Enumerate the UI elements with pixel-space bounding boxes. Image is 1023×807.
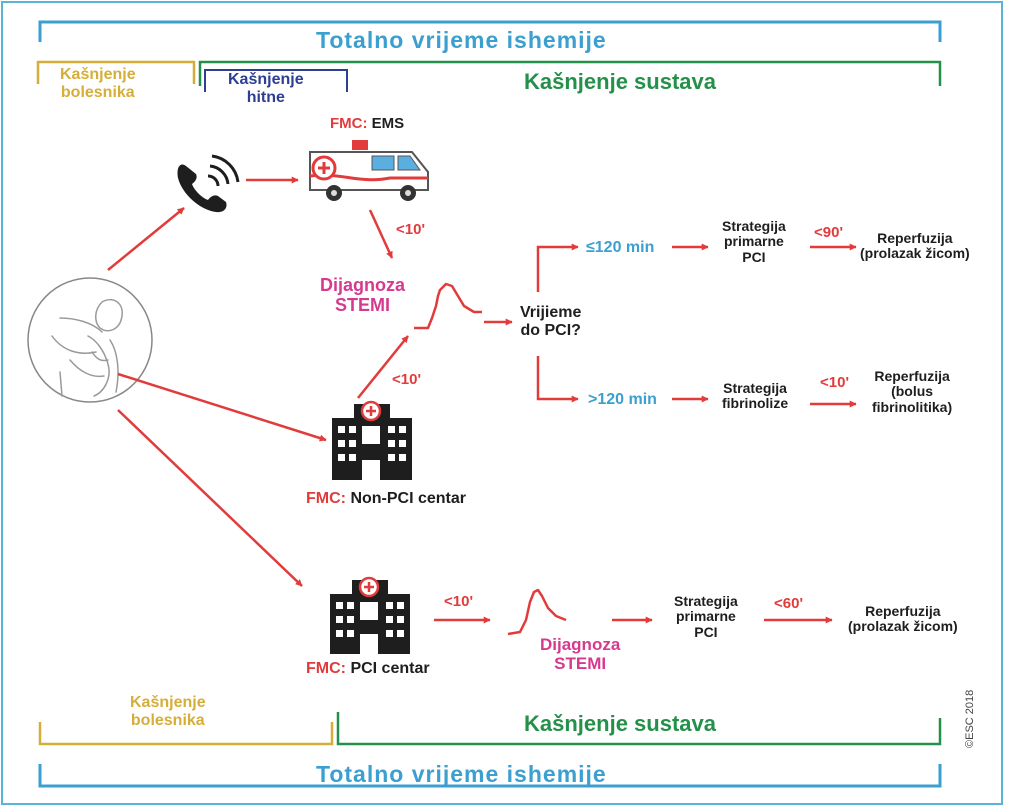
pci-hospital-icon [330,576,410,654]
bottom-total-bracket [38,764,942,788]
fmc-nonpci-label: FMC: Non-PCI centar [306,490,466,508]
strategy-primary-pci-center: Strategija primarne PCI [674,593,738,640]
arrow-decision-to-gt120 [536,356,579,403]
fmc-nonpci-prefix: FMC: [306,490,346,507]
reperfusion-wire-pci: Reperfuzija (prolazak žicom) [848,603,958,635]
top-total-ischemia-label: Totalno vrijeme ishemije [316,27,607,53]
time-gt-120-min: >120 min [588,391,657,408]
time-nonpci-to-diagnosis: <10' [392,371,422,388]
fmc-nonpci-text: Non-PCI centar [350,490,467,507]
arrow-decision-to-le120 [536,243,579,292]
time-primary-pci-90: <90' [814,224,844,241]
time-to-pci-question: Vrijieme do PCI? [520,304,582,339]
outer-frame [1,1,1003,805]
ambulance-icon [309,140,429,201]
arrow-ems-to-diagnosis [368,209,394,259]
time-pci-to-diagnosis: <10' [444,593,474,610]
fmc-pci-prefix: FMC: [306,660,346,677]
top-patient-delay-label: Kašnjenje bolesnika [60,66,136,101]
phone-call-icon [177,154,240,213]
top-ems-delay-label: Kašnjenje hitne [228,71,304,106]
arrow-nonpci-to-diagnosis [357,335,409,399]
non-pci-hospital-icon [332,400,412,480]
fmc-ems-label: FMC: EMS [330,115,405,133]
time-le-120-min: ≤120 min [586,239,655,256]
top-total-bracket [38,20,942,42]
diagnosis-stemi-upper: Dijagnoza STEMI [320,275,406,315]
ecg-trace-lower-icon [507,588,567,636]
strategy-fibrinolysis: Strategija fibrinolize [722,380,789,412]
diagnosis-stemi-lower: Dijagnoza STEMI [540,635,621,673]
fmc-ems-text: EMS [371,115,405,132]
top-system-bracket [198,60,942,86]
top-system-delay-label: Kašnjenje sustava [524,69,716,94]
time-pci-60: <60' [774,595,804,612]
top-ems-bracket [204,69,348,92]
reperfusion-bolus: Reperfuzija (bolus fibrinolitika) [872,368,953,415]
time-ems-to-diagnosis: <10' [396,221,426,238]
fmc-pci-text: PCI centar [350,660,430,677]
patient-chest-pain-icon [27,277,153,403]
fmc-pci-label: FMC: PCI centar [306,660,430,678]
bottom-patient-bracket [38,722,334,746]
bottom-system-bracket [336,712,942,746]
arrow-patient-to-phone [107,207,185,271]
ecg-trace-upper-icon [414,282,482,330]
bottom-patient-delay-label: Kašnjenje bolesnika [130,694,206,729]
bottom-system-delay-label: Kašnjenje sustava [524,711,716,736]
arrow-patient-to-pci [117,409,303,587]
time-fibrinolysis-10: <10' [820,374,850,391]
arrow-patient-to-nonpci [117,372,327,442]
reperfusion-wire: Reperfuzija (prolazak žicom) [860,230,970,262]
copyright-notice: ©ESC 2018 [964,689,976,748]
strategy-primary-pci: Strategija primarne PCI [722,218,786,265]
fmc-ems-prefix: FMC: [330,115,368,132]
top-patient-bracket [36,60,196,84]
bottom-total-ischemia-label: Totalno vrijeme ishemije [316,761,607,787]
